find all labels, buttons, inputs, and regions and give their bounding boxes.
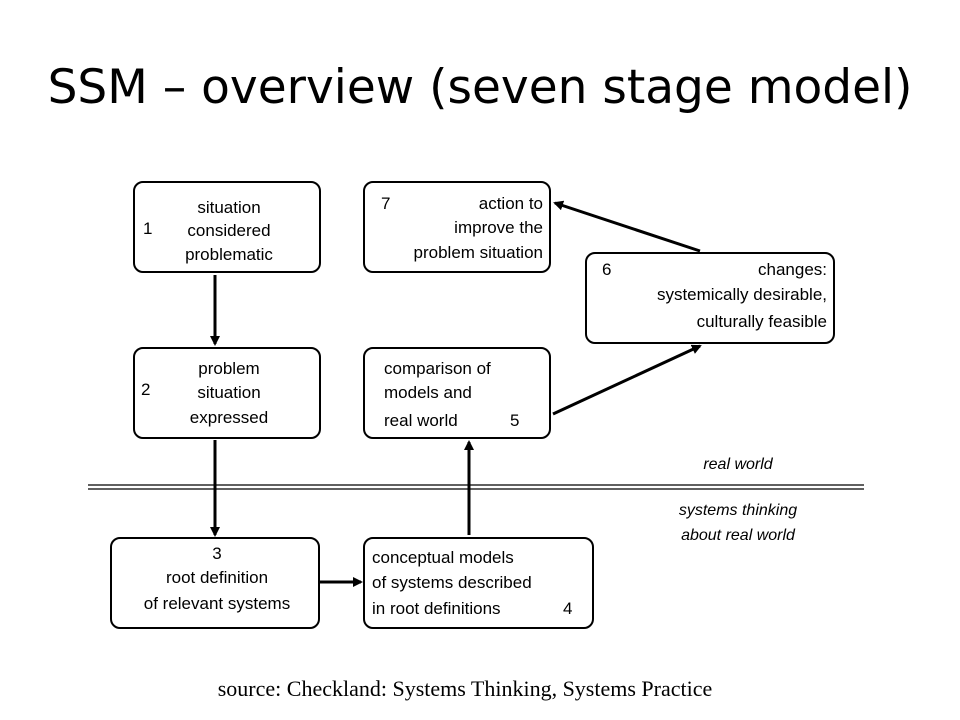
stage-7-line-1: improve the [454, 218, 543, 237]
stage-4-line-2: of systems described [372, 573, 532, 592]
page-title: SSM – overview (seven stage model) [47, 60, 913, 115]
stage-3-line-2: of relevant systems [143, 594, 291, 613]
stage-2-number: 2 [141, 380, 151, 399]
stage-7-head: action to [478, 194, 543, 213]
stage-3-box: 3 root definition of relevant systems [110, 537, 320, 629]
stage-1-line-3: problematic [185, 245, 273, 264]
stage-1-number: 1 [143, 219, 153, 238]
stage-7-box: 7 action to improve the problem situatio… [363, 181, 551, 273]
stage-2-line-3: expressed [189, 408, 269, 427]
stage-1-line-1: situation [197, 198, 261, 217]
stage-7-number: 7 [381, 194, 391, 213]
stage-4-line-3: in root definitions [372, 599, 501, 618]
stage-4-line-1: conceptual models [372, 548, 514, 567]
stage-5-line-3: real world [384, 411, 458, 430]
source-citation: source: Checkland: Systems Thinking, Sys… [217, 676, 713, 701]
stage-5-box: comparison of models and real world 5 [363, 347, 551, 439]
arrow-6-to-7 [553, 200, 701, 253]
stage-7-line-2: problem situation [413, 243, 543, 262]
stage-2-box: 2 problem situation expressed [133, 347, 321, 439]
stage-1-box: 1 situation considered problematic [133, 181, 321, 273]
stage-6-line-1: systemically desirable, [656, 285, 827, 304]
stage-3-line-1: root definition [165, 568, 269, 587]
stage-3-number: 3 [212, 544, 222, 563]
stage-4-number: 4 [563, 599, 573, 618]
stage-5-line-1: comparison of [384, 359, 491, 378]
stage-6-head: changes: [758, 260, 827, 279]
stage-5-number: 5 [510, 411, 520, 430]
arrow-5-to-6 [552, 344, 702, 416]
stage-2-line-1: problem [198, 359, 260, 378]
stage-6-line-2: culturally feasible [696, 312, 827, 331]
stage-6-number: 6 [602, 260, 612, 279]
stage-6-box: 6 changes: systemically desirable, cultu… [585, 252, 835, 344]
stage-5-line-2: models and [384, 383, 472, 402]
real-world-label: real world [703, 456, 773, 473]
stage-1-line-2: considered [187, 221, 271, 240]
stage-4-box: conceptual models of systems described i… [363, 537, 594, 629]
systems-thinking-label-line-1: systems thinking [678, 502, 798, 519]
systems-thinking-label-line-2: about real world [681, 527, 795, 544]
stage-2-line-2: situation [197, 383, 261, 402]
